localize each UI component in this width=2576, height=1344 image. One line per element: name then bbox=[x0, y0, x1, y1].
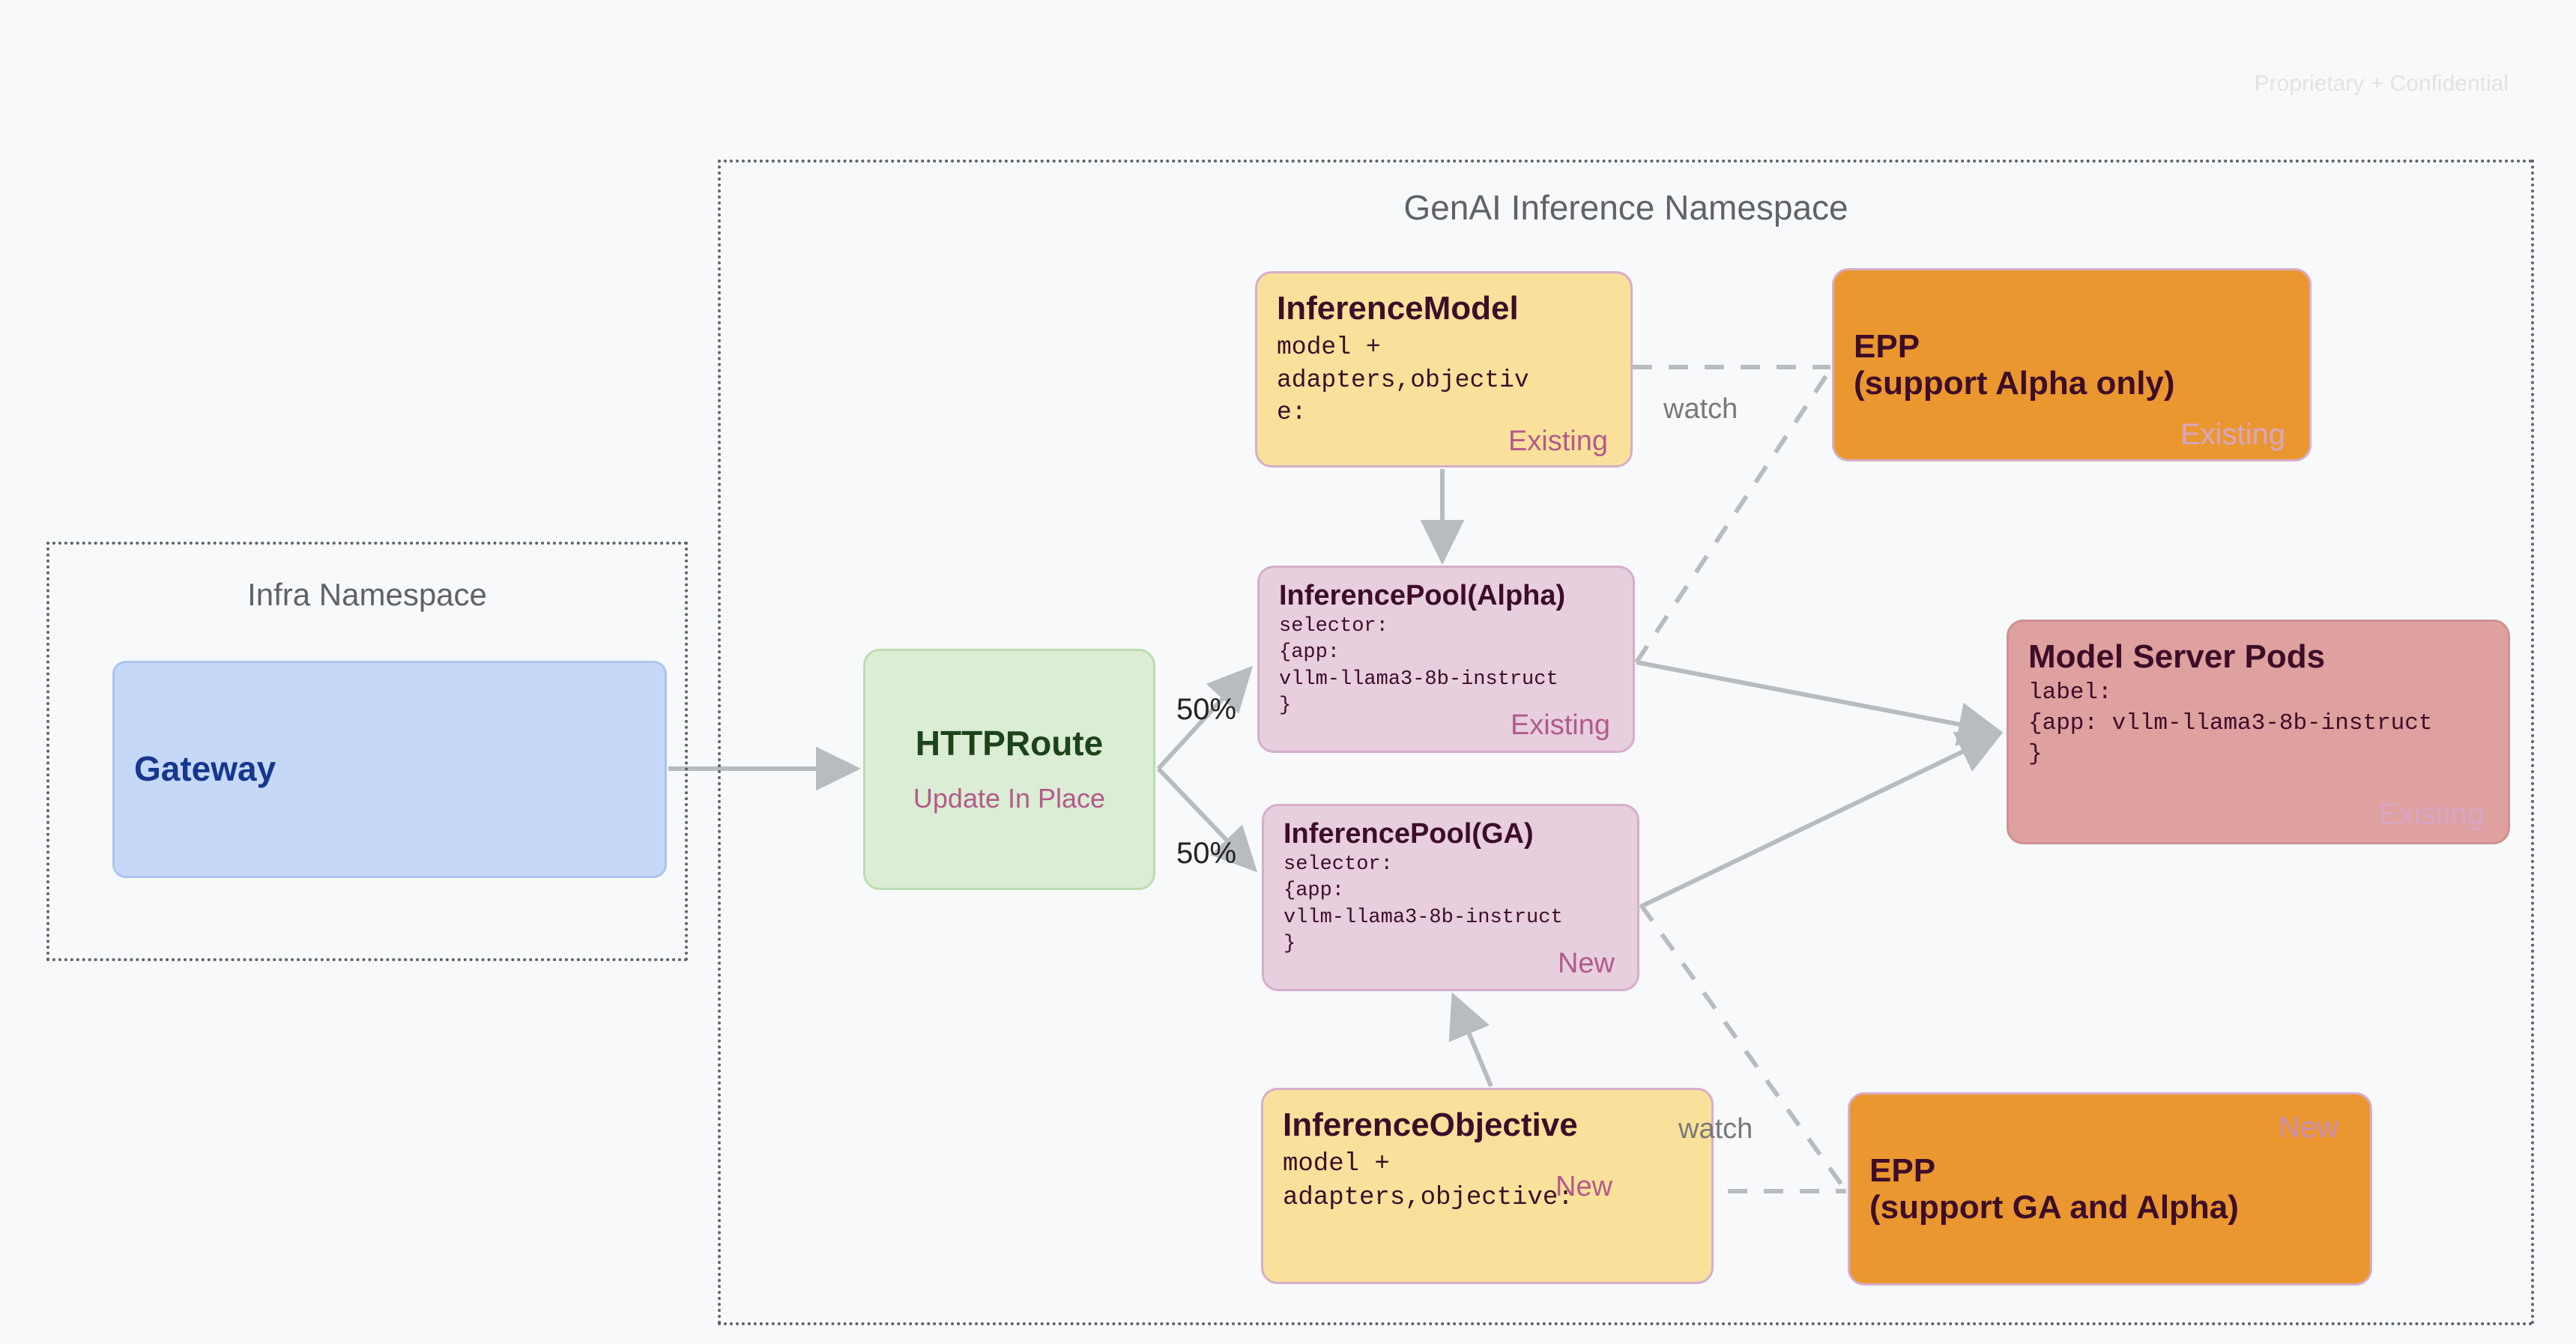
inference-pool-alpha-node[interactable]: InferencePool(Alpha) selector: {app: vll… bbox=[1257, 566, 1635, 753]
edge-watch-pool-ga-to-epp-ga bbox=[1639, 903, 1848, 1193]
model-server-pods-body: label: {app: vllm-llama3-8b-instruct } bbox=[2028, 679, 2433, 768]
edge-label-watch-bottom: watch bbox=[1678, 1113, 1753, 1145]
inference-pool-alpha-body: selector: {app: vllm-llama3-8b-instruct … bbox=[1279, 614, 1558, 718]
edge-label-split-bottom: 50% bbox=[1176, 837, 1237, 870]
epp-ga-title-line2: (support GA and Alpha) bbox=[1869, 1189, 2239, 1226]
inference-pool-alpha-tag: Existing bbox=[1510, 709, 1610, 741]
inference-objective-title: InferenceObjective bbox=[1283, 1107, 1578, 1143]
gateway-title: Gateway bbox=[134, 749, 276, 789]
infra-namespace-label: Infra Namespace bbox=[247, 577, 487, 612]
edge-watch-pool-alpha-to-epp-alpha bbox=[1634, 368, 1833, 664]
inference-pool-ga-title: InferencePool(GA) bbox=[1284, 818, 1534, 850]
inference-objective-body: model + adapters,objective: bbox=[1283, 1150, 1573, 1213]
epp-alpha-title-line1: EPP bbox=[1854, 327, 1920, 365]
httproute-title: HTTPRoute bbox=[915, 724, 1104, 763]
epp-alpha-title-line2: (support Alpha only) bbox=[1854, 365, 2175, 402]
genai-namespace-label: GenAI Inference Namespace bbox=[1403, 188, 1848, 227]
edge-pool-alpha-to-model-server-pods bbox=[1636, 660, 2004, 746]
inference-model-body: model + adapters,objectiv e: bbox=[1277, 333, 1529, 427]
inference-objective-node[interactable]: InferenceObjective model + adapters,obje… bbox=[1261, 1088, 1714, 1284]
epp-ga-tag: New bbox=[2278, 1111, 2338, 1144]
genai-namespace-boundary bbox=[718, 160, 2534, 1325]
model-server-pods-node[interactable]: Model Server Pods label: {app: vllm-llam… bbox=[2007, 620, 2510, 844]
edge-pool-ga-to-model-server-pods bbox=[1639, 731, 2004, 909]
epp-alpha-tag: Existing bbox=[2180, 418, 2285, 451]
edge-httproute-to-pool-ga bbox=[1156, 766, 1258, 873]
inference-pool-ga-tag: New bbox=[1557, 948, 1615, 979]
inference-pool-ga-body: selector: {app: vllm-llama3-8b-instruct … bbox=[1284, 853, 1563, 956]
model-server-pods-title: Model Server Pods bbox=[2028, 638, 2326, 675]
confidentiality-notice: Proprietary + Confidential bbox=[2254, 71, 2509, 96]
epp-ga-title-line1: EPP bbox=[1869, 1151, 1936, 1189]
inference-objective-tag: New bbox=[1555, 1171, 1613, 1202]
inference-pool-ga-node[interactable]: InferencePool(GA) selector: {app: vllm-l… bbox=[1262, 804, 1639, 991]
edge-inference-objective-to-pool-ga bbox=[1448, 992, 1493, 1088]
epp-alpha-node[interactable]: EPP (support Alpha only) Existing bbox=[1832, 268, 2312, 461]
edge-label-watch-top: watch bbox=[1663, 393, 1738, 425]
inference-pool-alpha-title: InferencePool(Alpha) bbox=[1279, 580, 1566, 611]
edge-httproute-to-pool-alpha bbox=[1156, 665, 1254, 771]
gateway-node[interactable]: Gateway bbox=[112, 661, 667, 878]
edge-label-split-top: 50% bbox=[1176, 693, 1237, 726]
inference-model-tag: Existing bbox=[1508, 426, 1608, 457]
model-server-pods-tag: Existing bbox=[2378, 798, 2484, 831]
httproute-tag: Update In Place bbox=[913, 782, 1106, 814]
httproute-node[interactable]: HTTPRoute Update In Place bbox=[863, 649, 1155, 890]
epp-ga-node[interactable]: EPP (support GA and Alpha) New bbox=[1848, 1092, 2372, 1286]
inference-model-title: InferenceModel bbox=[1277, 290, 1519, 327]
inference-model-node[interactable]: InferenceModel model + adapters,objectiv… bbox=[1255, 271, 1633, 467]
infra-namespace-boundary bbox=[46, 542, 688, 961]
